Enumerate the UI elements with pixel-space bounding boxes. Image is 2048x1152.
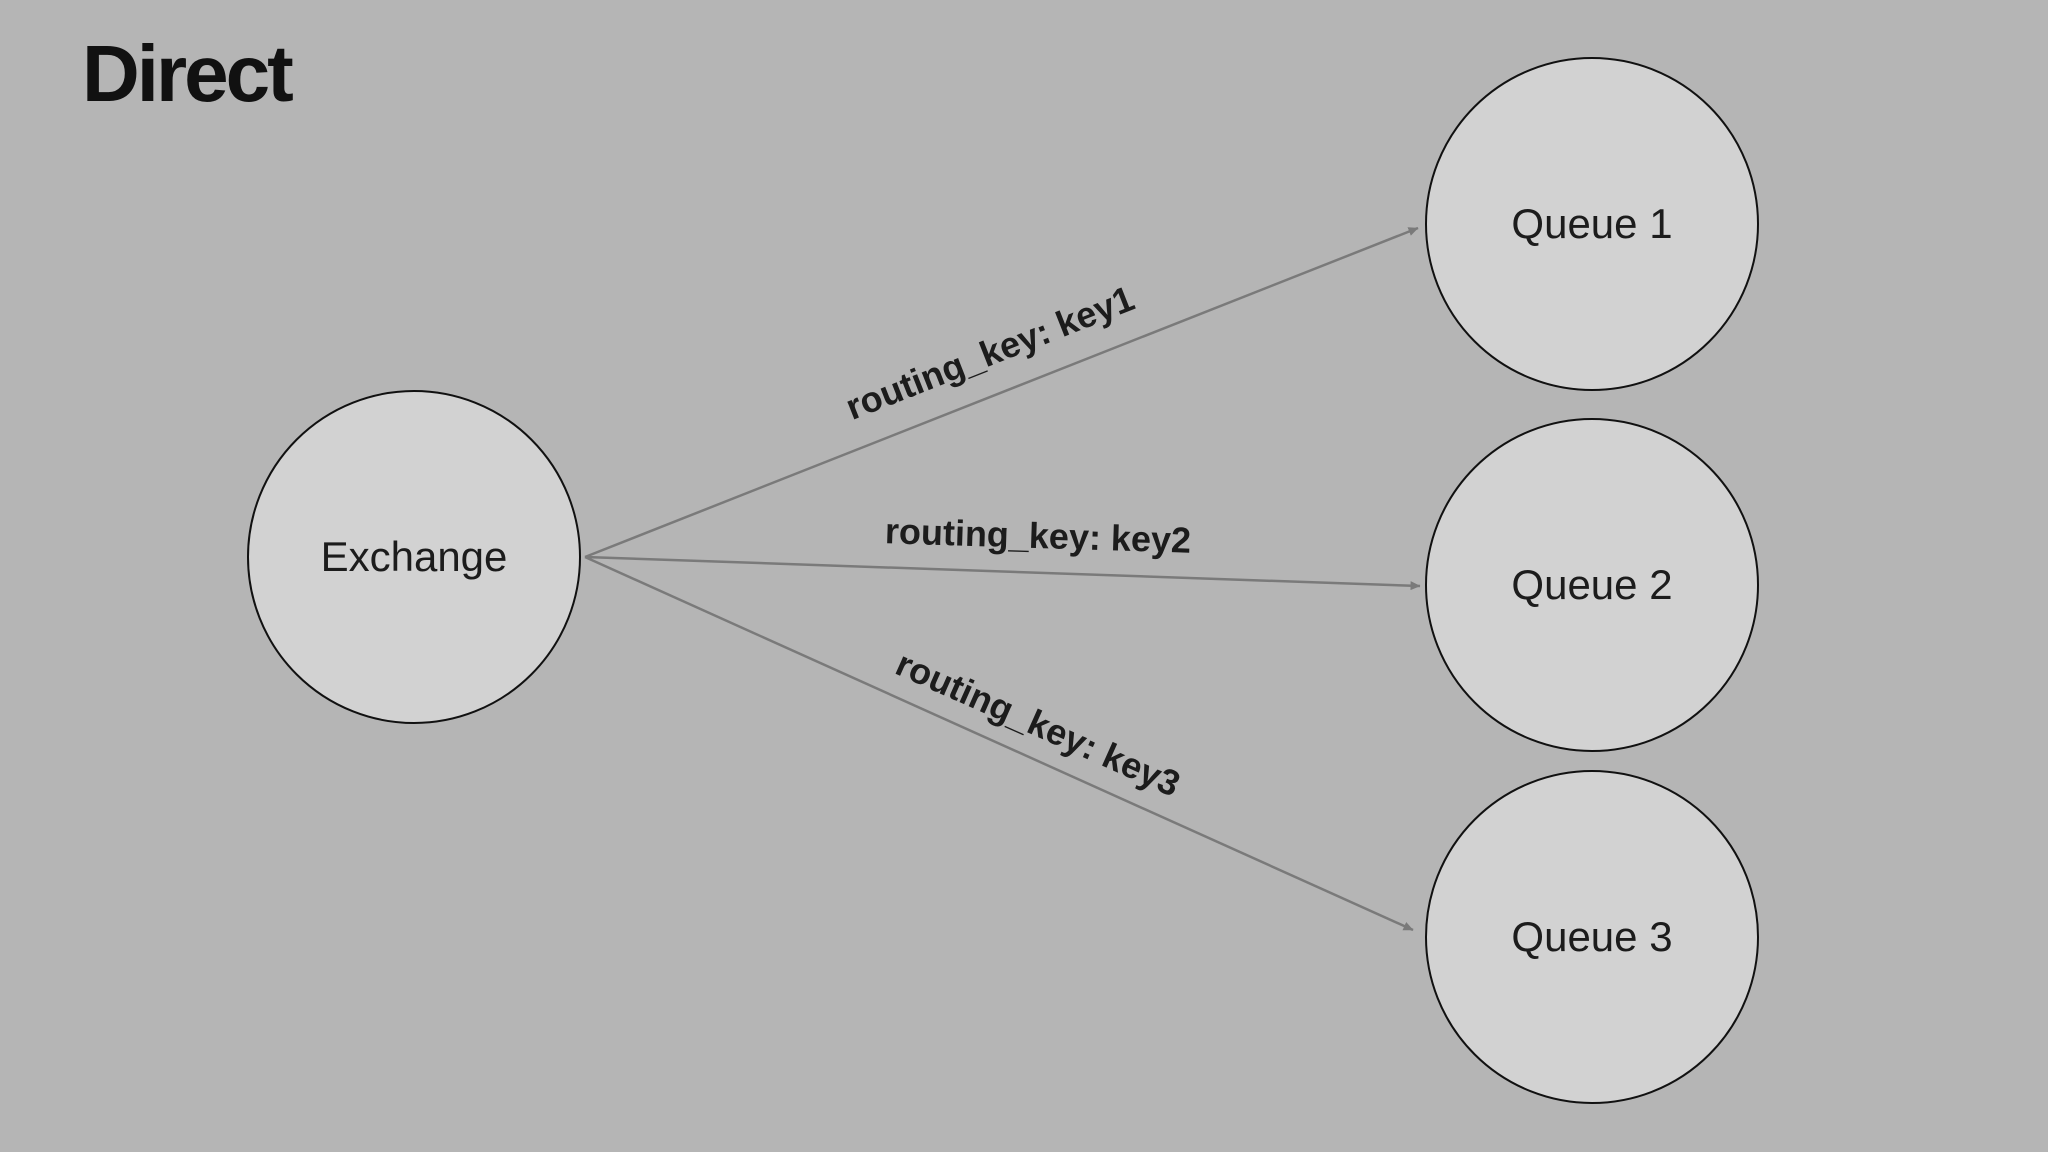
edge-arrow-key2 (584, 555, 1421, 591)
queue-2-node-label: Queue 2 (1511, 561, 1673, 608)
queue-2-node: Queue 2 (1425, 418, 1759, 752)
queue-1-node-label: Queue 1 (1511, 200, 1673, 247)
diagram-title: Direct (82, 29, 294, 118)
edge-arrow-key3 (584, 555, 1414, 932)
queue-3-node: Queue 3 (1425, 770, 1759, 1104)
exchange-node-label: Exchange (320, 533, 508, 580)
queue-1-node: Queue 1 (1425, 57, 1759, 391)
exchange-node: Exchange (247, 390, 581, 724)
queue-3-node-label: Queue 3 (1511, 913, 1673, 960)
edge-arrow-key1 (584, 226, 1419, 559)
